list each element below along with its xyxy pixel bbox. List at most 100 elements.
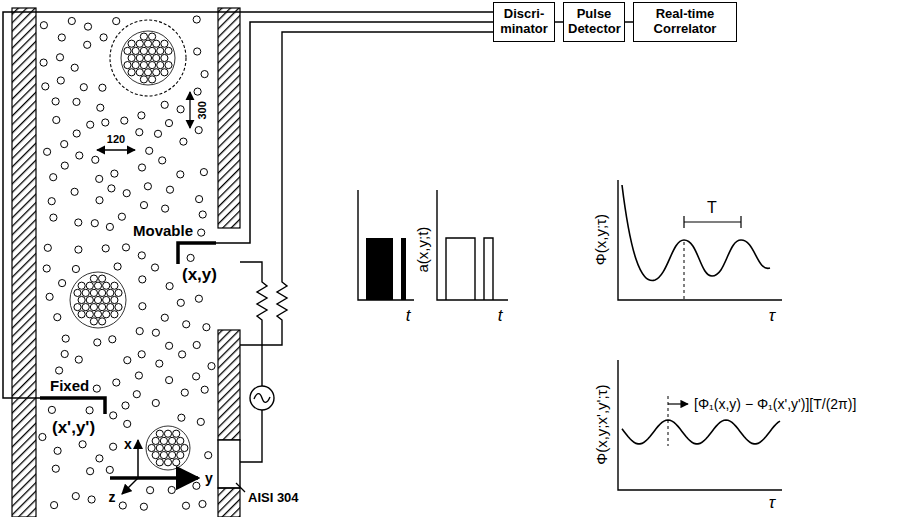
period-label: T [707,199,717,217]
bed-particle [178,414,185,421]
bed-particle [124,420,131,427]
bed-particle [193,16,200,23]
connector [555,21,563,23]
axis-label: Φ(x,y;x',y';τ) [592,385,609,465]
cluster-particle [90,289,97,296]
bed-particle [166,186,173,193]
cluster-particle [156,430,163,437]
axis-label: τ [769,306,775,326]
cluster-outline [121,31,175,85]
material-label: AISI 304 [248,491,299,506]
cluster-particle [99,275,106,282]
bed-particle [139,276,146,283]
process-box: Discri- minator [493,2,555,42]
cluster-particle [173,459,180,466]
bed-particle [53,116,60,123]
cluster-particle [99,289,106,296]
cluster-particle [78,282,85,289]
bed-particle [200,169,207,176]
cluster-particle [82,304,89,311]
bed-particle [194,48,201,55]
cluster-particle [153,40,160,47]
bed-particle [177,171,184,178]
dashed-guide [684,242,685,300]
cluster-particle [165,47,172,54]
cluster-particle [90,275,97,282]
cluster-particle [86,296,93,303]
cluster-particle [156,444,163,451]
graph-axes [358,190,414,300]
cluster-particle [124,62,131,69]
cluster-particle [149,76,156,83]
bed-particle [166,283,173,290]
bed-particle [68,17,75,24]
pulse-train [446,238,493,300]
bed-particle [51,502,58,509]
bed-particle [58,34,65,41]
bed-particle [122,244,129,251]
cluster-particle [103,311,110,318]
bed-particle [87,121,94,128]
cluster-particle [86,311,93,318]
cluster-particle [177,452,184,459]
bed-particle [166,377,173,384]
bed-particle [111,170,118,177]
axis-label: z [109,489,116,505]
cluster-particle [99,304,106,311]
cluster-particle [94,311,101,318]
cluster-particle [132,62,139,69]
bed-particle [138,164,145,171]
axis-z [122,478,138,494]
bed-particle [61,162,68,169]
bed-particle [193,482,200,489]
axis-label: τ [769,493,775,513]
bed-particle [152,329,159,336]
bed-particle [75,246,82,253]
dimension-arrow [97,149,135,150]
cluster-particle [164,444,171,451]
bed-particle [140,202,147,209]
bed-particle [80,84,87,91]
cluster-particle [153,54,160,61]
bed-particle [99,84,106,91]
cluster-particle [128,69,135,76]
cluster-particle [149,33,156,40]
cluster-particle [144,54,151,61]
bed-particle [183,321,190,328]
bed-particle [48,406,55,413]
bed-particle [197,418,204,425]
dimension-arrow [189,92,190,128]
cluster-particle [74,289,81,296]
bed-particle [40,59,47,66]
coordinate-label: (x',y') [52,418,95,438]
bed-particle [193,341,200,348]
electrode [218,440,240,488]
bed-particle [201,386,208,393]
bed-particle [156,360,163,367]
axis-label: t [498,306,503,326]
bed-particle [73,98,80,105]
cluster-particle [161,40,168,47]
phase-label: [Φ₁(x,y) − Φ₁(x',y')][T/(2π)] [692,396,858,412]
bed-particle [122,402,129,409]
resistor-symbol [240,262,267,386]
bed-particle [109,336,116,343]
cluster-particle [152,452,159,459]
bed-particle [50,174,57,181]
cluster-particle [78,296,85,303]
bed-particle [96,197,103,204]
axis-x [137,440,139,478]
signal-wire [3,12,493,414]
bed-particle [42,83,49,90]
bed-particle [154,130,161,137]
bed-particle [76,152,83,159]
graph-axes [618,180,782,300]
dimension: 120 [107,133,125,146]
bed-particle [181,389,188,396]
bed-particle [43,265,50,272]
bed-particle [195,127,202,134]
cluster-particle [94,282,101,289]
cluster-particle [78,311,85,318]
